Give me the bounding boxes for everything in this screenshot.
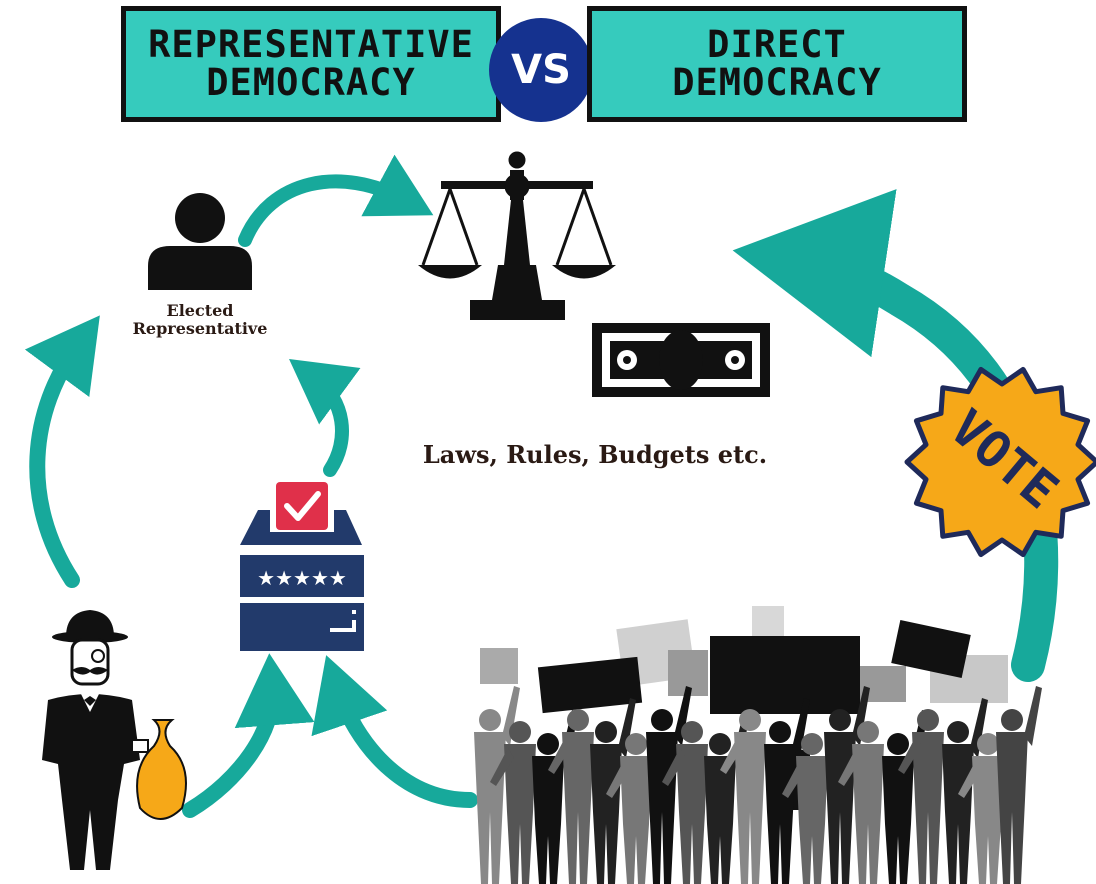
protester-silhouette <box>996 686 1042 884</box>
elected-representative-label: Elected Representative <box>110 302 290 338</box>
title-line: REPRESENTATIVE <box>148 23 474 66</box>
svg-text:★★★★★: ★★★★★ <box>257 566 347 590</box>
protester-silhouette <box>548 709 594 884</box>
title-line: DEMOCRACY <box>206 61 416 104</box>
ballot-box-icon: ★★★★★ <box>240 482 364 651</box>
person-icon <box>148 193 252 290</box>
protester-silhouette <box>782 733 828 884</box>
protester-silhouette <box>958 733 1004 884</box>
protester-silhouette <box>720 709 766 884</box>
representative-democracy-title: REPRESENTATIVE DEMOCRACY <box>121 6 501 122</box>
arrow-businessman-to-representative <box>24 315 100 588</box>
vs-badge: VS <box>489 18 593 122</box>
protester-silhouette <box>764 698 810 884</box>
vs-text: VS <box>511 47 571 93</box>
arrow-money-to-ballot <box>182 653 315 818</box>
vote-badge <box>904 366 1096 558</box>
arrow-representative-to-law <box>238 154 434 247</box>
protester-silhouette <box>662 721 708 884</box>
money-bill-icon <box>592 323 770 397</box>
arrow-crowd-to-law <box>732 189 1059 682</box>
arrow-ballot-to-representative <box>289 358 361 477</box>
protester-silhouette <box>898 709 944 884</box>
protest-crowd-icon <box>474 606 1042 884</box>
label-line: Elected <box>166 301 234 320</box>
protester-silhouette <box>838 721 884 884</box>
direct-democracy-title: DIRECT DEMOCRACY <box>587 6 967 122</box>
scales-icon <box>418 151 616 320</box>
businessman-icon <box>42 610 187 870</box>
protester-silhouette <box>606 733 652 884</box>
label-line: Representative <box>132 319 268 338</box>
laws-label: Laws, Rules, Budgets etc. <box>422 440 768 469</box>
title-line: DEMOCRACY <box>672 61 882 104</box>
title-line: DIRECT <box>707 23 847 66</box>
arrow-crowd-to-ballot <box>311 655 478 808</box>
protester-silhouette <box>490 721 536 884</box>
